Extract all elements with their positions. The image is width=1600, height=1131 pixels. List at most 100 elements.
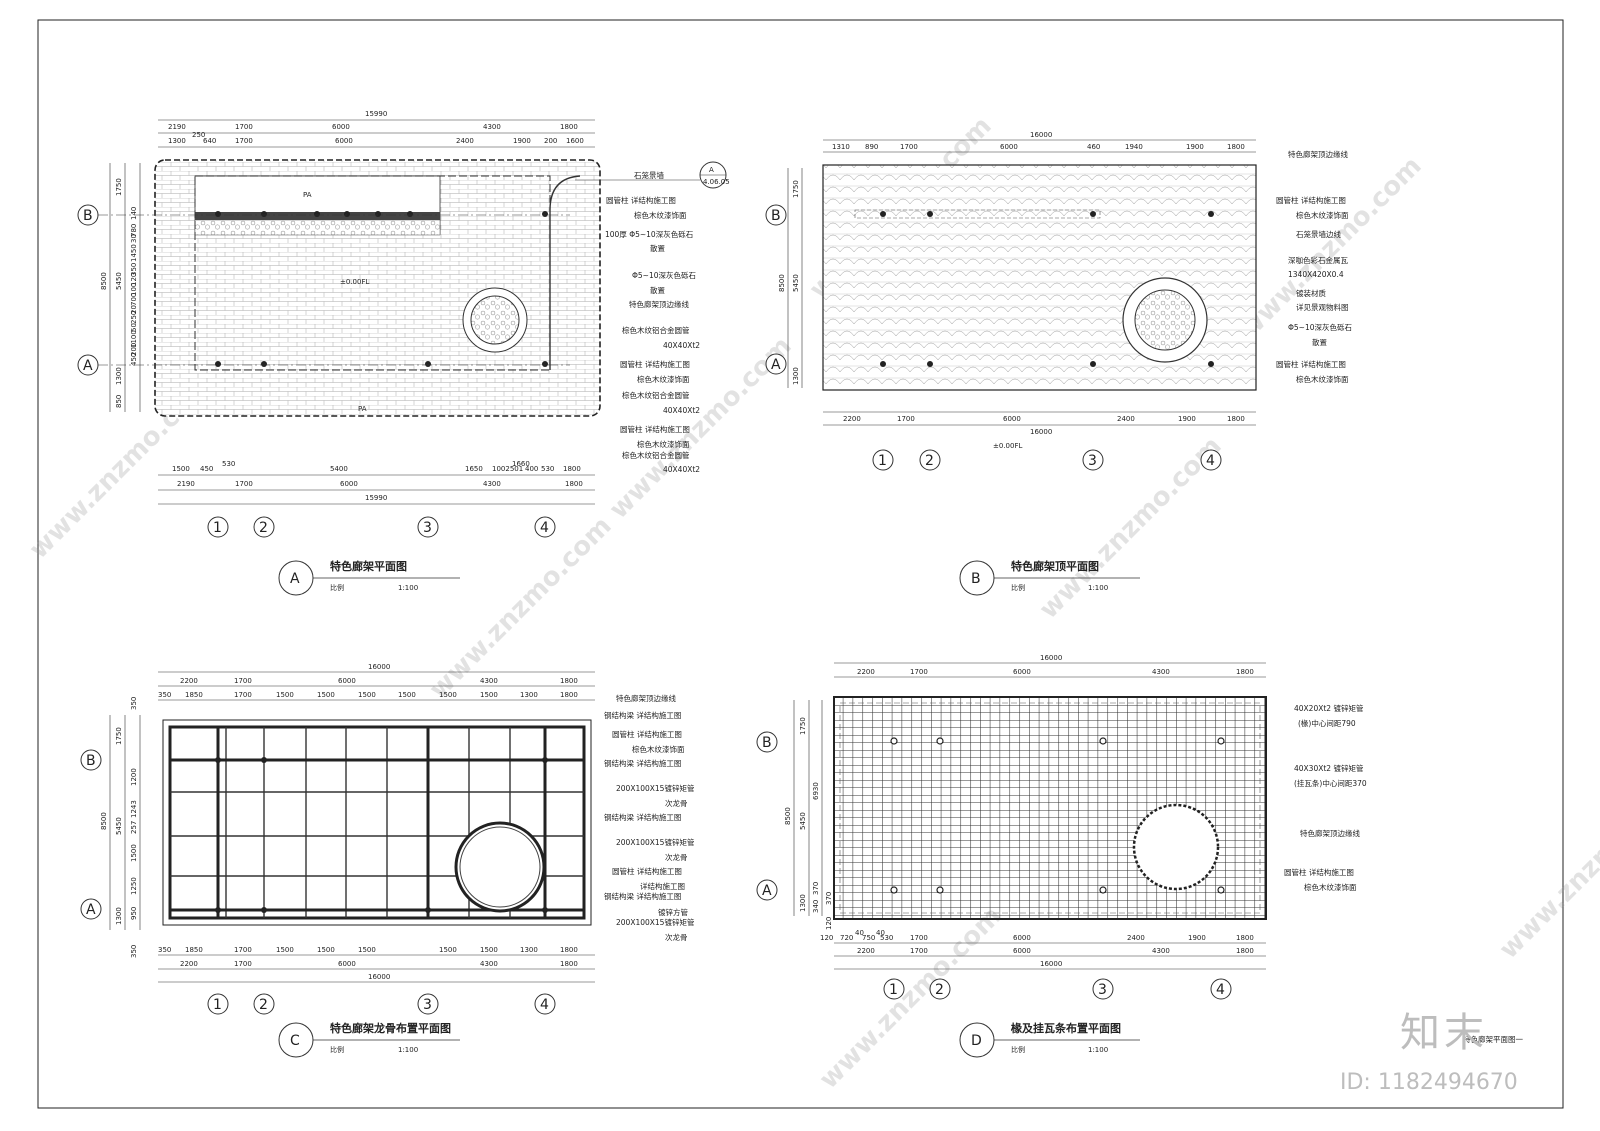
svg-text:次龙骨: 次龙骨 [665, 852, 688, 862]
svg-text:1800: 1800 [1236, 947, 1254, 955]
svg-text:1800: 1800 [1227, 415, 1245, 423]
svg-text:200: 200 [544, 137, 557, 145]
svg-text:1:100: 1:100 [1088, 1046, 1108, 1054]
svg-text:6000: 6000 [1013, 934, 1031, 942]
svg-text:1300: 1300 [792, 367, 800, 385]
panel-title: 特色廊架顶平面图 [1011, 559, 1099, 573]
dims-bottom-1: 350 1850 1700 1500 1500 1500 1500 1500 1… [158, 946, 578, 954]
secondary-joists [170, 727, 584, 918]
dims-top-2: 1300 250 640 1700 6000 2400 1900 200 160… [168, 131, 584, 145]
svg-text:40: 40 [876, 929, 885, 937]
svg-text:4300: 4300 [483, 123, 501, 131]
svg-text:2190: 2190 [168, 123, 186, 131]
svg-text:1310: 1310 [832, 143, 850, 151]
watermark: www.znzmo.com [1494, 771, 1600, 965]
svg-text:1800: 1800 [560, 691, 578, 699]
svg-text:镀锌方管: 镀锌方管 [658, 907, 688, 917]
svg-text:A: A [709, 166, 714, 174]
axis-markers: B A 1 2 3 4 [80, 749, 556, 1015]
svg-text:6000: 6000 [335, 137, 353, 145]
svg-text:1450: 1450 [130, 244, 138, 262]
svg-text:700: 700 [130, 293, 138, 306]
svg-text:1850: 1850 [185, 691, 203, 699]
panel-title: 椽及挂瓦条布置平面图 [1010, 1021, 1121, 1035]
svg-text:棕色木纹漆饰面: 棕色木纹漆饰面 [637, 439, 690, 449]
svg-text:1500: 1500 [439, 691, 457, 699]
dims-top-2: 350 1850 1700 1500 1500 1500 1500 1500 1… [158, 691, 578, 699]
svg-text:圆管柱 详结构施工图: 圆管柱 详结构施工图 [620, 424, 690, 434]
svg-text:圆管柱 详结构施工图: 圆管柱 详结构施工图 [1276, 359, 1346, 369]
panel-c-framing-plan: 16000 2200 1700 6000 4300 1800 350 1850 … [80, 663, 695, 1058]
svg-text:详结构施工图: 详结构施工图 [640, 881, 685, 891]
svg-text:1700: 1700 [900, 143, 918, 151]
svg-text:640: 640 [203, 137, 216, 145]
svg-text:16000: 16000 [368, 663, 390, 671]
dims-left: 1750 8500 5450 1300 850 [100, 178, 123, 408]
svg-text:1900: 1900 [513, 137, 531, 145]
svg-text:Φ5~10深灰色砾石: Φ5~10深灰色砾石 [1288, 322, 1353, 332]
svg-text:比例: 比例 [330, 583, 344, 592]
rafter-grid [833, 696, 1267, 920]
svg-text:1300: 1300 [520, 691, 538, 699]
svg-text:350: 350 [130, 945, 138, 958]
svg-text:4: 4 [540, 997, 549, 1013]
svg-text:石笼景墙边线: 石笼景墙边线 [1296, 229, 1341, 239]
svg-text:1900: 1900 [1188, 934, 1206, 942]
svg-text:530: 530 [222, 460, 235, 468]
svg-text:特色廊架顶边缘线: 特色廊架顶边缘线 [1288, 149, 1348, 159]
dims-top-1: 2200 1700 6000 4300 1800 [180, 677, 578, 685]
svg-text:1800: 1800 [1236, 668, 1254, 676]
svg-text:3: 3 [423, 520, 432, 536]
svg-text:1:100: 1:100 [398, 584, 418, 592]
svg-text:1700: 1700 [897, 415, 915, 423]
svg-text:750: 750 [862, 934, 875, 942]
svg-text:16000: 16000 [368, 973, 390, 981]
svg-text:16000: 16000 [1040, 960, 1062, 968]
svg-text:850: 850 [115, 395, 123, 408]
svg-text:1500: 1500 [276, 691, 294, 699]
svg-text:棕色木纹铝合金圆管: 棕色木纹铝合金圆管 [622, 325, 690, 335]
svg-text:6000: 6000 [338, 677, 356, 685]
svg-text:1750: 1750 [799, 717, 807, 735]
svg-text:棕色木纹漆饰面: 棕色木纹漆饰面 [634, 210, 687, 220]
dims-left: 1750 8500 6930 5450 1300 370 340 370 120 [784, 717, 833, 930]
svg-text:5450: 5450 [115, 817, 123, 835]
svg-text:特色廊架顶边缘线: 特色廊架顶边缘线 [616, 693, 676, 703]
svg-text:1900: 1900 [1186, 143, 1204, 151]
svg-text:1600: 1600 [566, 137, 584, 145]
svg-text:1:100: 1:100 [398, 1046, 418, 1054]
svg-text:2400: 2400 [1117, 415, 1135, 423]
svg-text:散置: 散置 [650, 285, 665, 295]
svg-text:A: A [83, 358, 93, 374]
svg-text:890: 890 [865, 143, 878, 151]
svg-text:B: B [86, 753, 96, 769]
panel-b-notes: 特色廊架顶边缘线 圆管柱 详结构施工图 棕色木纹漆饰面 石笼景墙边线 深咖色彩石… [1276, 149, 1353, 384]
svg-text:1650: 1650 [465, 465, 483, 473]
svg-text:比例: 比例 [1011, 1045, 1025, 1054]
svg-text:1243: 1243 [130, 800, 138, 818]
svg-text:钢结构梁 详结构施工图: 钢结构梁 详结构施工图 [604, 710, 681, 720]
watermark: www.znzmo.com [424, 511, 618, 705]
svg-text:40X20Xt2 镀锌矩管: 40X20Xt2 镀锌矩管 [1294, 703, 1364, 713]
svg-text:1: 1 [213, 997, 222, 1013]
svg-text:4: 4 [1216, 982, 1225, 998]
svg-text:40X40Xt2: 40X40Xt2 [663, 465, 700, 474]
svg-text:1200: 1200 [130, 768, 138, 786]
svg-text:8500: 8500 [778, 274, 786, 292]
svg-text:16000: 16000 [1030, 131, 1052, 139]
svg-text:1800: 1800 [563, 465, 581, 473]
svg-text:1750: 1750 [115, 178, 123, 196]
svg-text:特色廊架顶边缘线: 特色廊架顶边缘线 [1300, 828, 1360, 838]
svg-text:6000: 6000 [1003, 415, 1021, 423]
svg-text:200X100X15镀锌矩管: 200X100X15镀锌矩管 [616, 917, 695, 927]
svg-text:5400: 5400 [330, 465, 348, 473]
svg-text:200X100X15镀锌矩管: 200X100X15镀锌矩管 [616, 783, 695, 793]
svg-text:1300: 1300 [168, 137, 186, 145]
svg-text:2200: 2200 [857, 668, 875, 676]
svg-text:(椽)中心间距790: (椽)中心间距790 [1298, 718, 1356, 728]
watermark: www.znzmo.com [814, 901, 1008, 1095]
svg-text:1700: 1700 [235, 137, 253, 145]
svg-text:1300: 1300 [115, 367, 123, 385]
svg-text:1700: 1700 [234, 691, 252, 699]
dims-bottom: 2200 1700 6000 2400 1900 1800 16000 ±0.0… [843, 415, 1245, 450]
